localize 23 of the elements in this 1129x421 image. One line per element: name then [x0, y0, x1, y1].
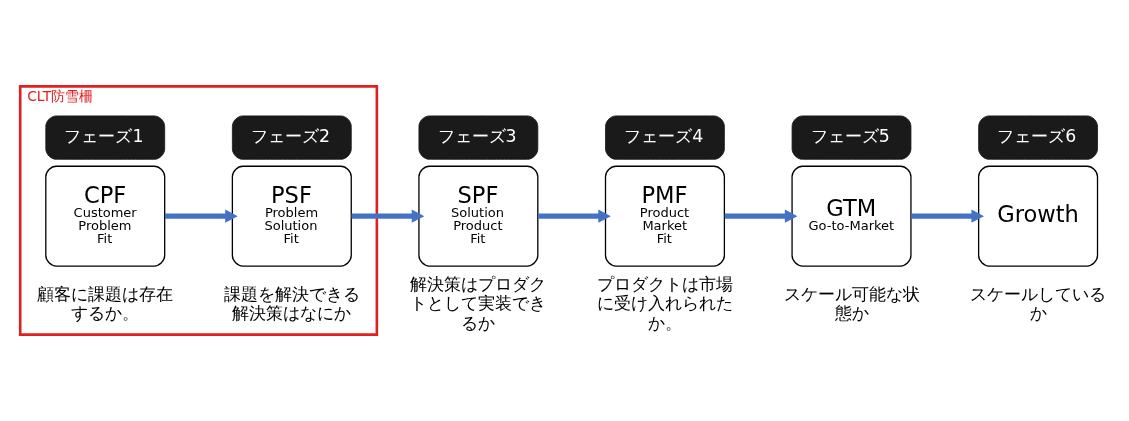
- node-label: 解決策はプロダクトとして実装できるか: [410, 274, 547, 333]
- node-box: フェーズ3: [418, 115, 539, 160]
- node-box: フェーズ4: [605, 115, 725, 160]
- node-box: フェーズ1: [45, 115, 166, 160]
- node-label: スケールしているか: [970, 283, 1107, 323]
- node-label: 顧客に課題は存在するか。: [37, 283, 174, 323]
- node-box: Growth: [978, 165, 1099, 267]
- arrow: [724, 209, 798, 223]
- node-box: PSF Problem Solution Fit: [231, 165, 352, 267]
- arrow: [538, 209, 611, 223]
- node-box: CPF Customer Problem Fit: [45, 165, 166, 267]
- node-box: SPF Solution Product Fit: [418, 165, 539, 267]
- node-box: フェーズ6: [978, 115, 1098, 160]
- arrow: [165, 209, 238, 223]
- arrow: [351, 209, 425, 223]
- node-label: 課題を解決できる解決策はなにか: [223, 283, 360, 323]
- node-box: フェーズ5: [791, 115, 912, 160]
- arrow: [911, 209, 984, 223]
- node-box: PMF Product Market Fit: [604, 165, 726, 267]
- node-label: スケール可能な状態か: [783, 283, 920, 323]
- node-label: プロダクトは市場に受け入れられたか。: [596, 274, 733, 333]
- node-box: GTM Go-to-Market: [791, 165, 912, 267]
- node-box: フェーズ2: [231, 115, 352, 160]
